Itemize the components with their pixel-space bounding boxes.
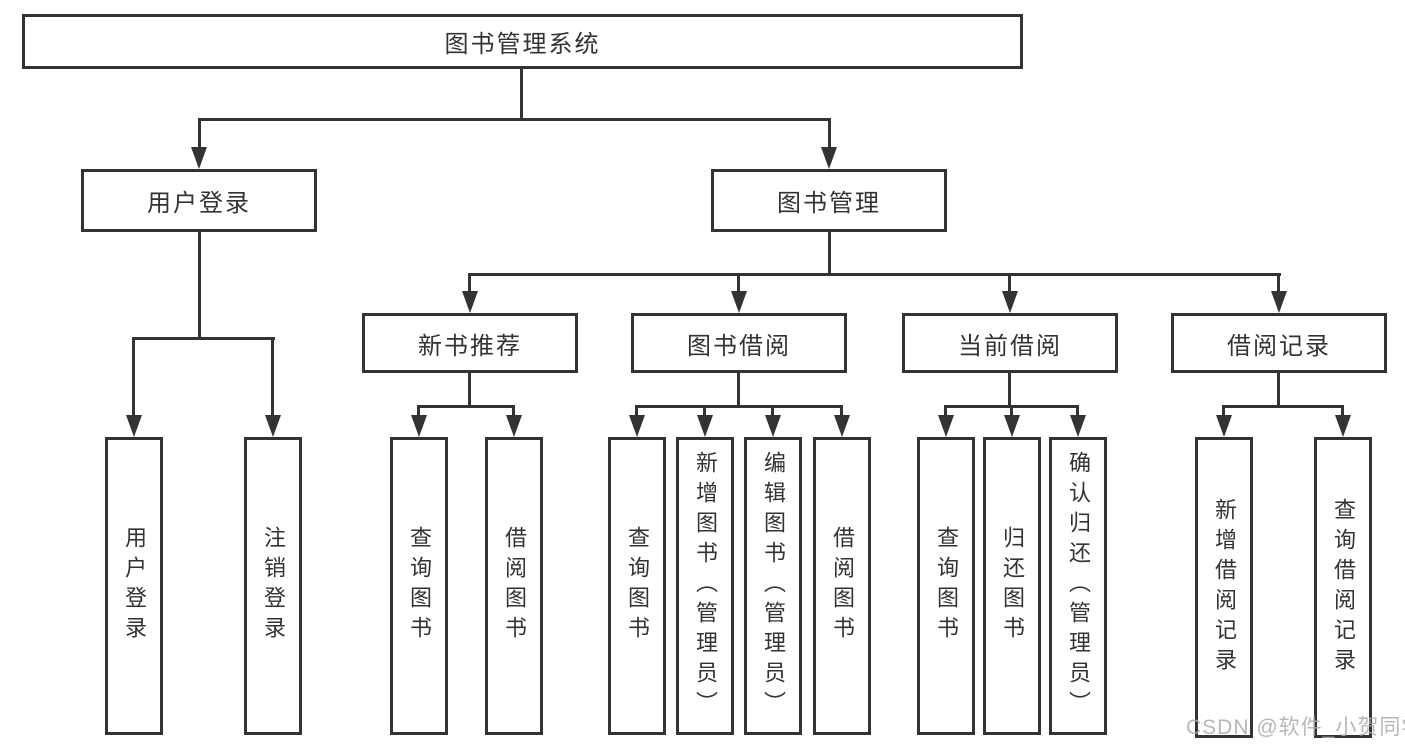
arrow-down-icon (265, 415, 281, 437)
leaf-user-login: 用户登录 (105, 437, 163, 735)
leaf-borrow-books-recommend: 借阅图书 (485, 437, 543, 735)
arrow-down-icon (731, 291, 747, 313)
connector-line (132, 337, 275, 340)
leaf-confirm-return-admin: 确认归还（管理员） (1049, 437, 1107, 735)
arrow-down-icon (126, 415, 142, 437)
leaf-query-books-current: 查询图书 (917, 437, 975, 735)
arrow-down-icon (1271, 291, 1287, 313)
connector-line (468, 373, 471, 408)
arrow-down-icon (938, 415, 954, 437)
connector-line (132, 340, 135, 415)
leaf-query-books-recommend: 查询图书 (390, 437, 448, 735)
leaf-edit-book-admin: 编辑图书（管理员） (744, 437, 802, 735)
leaf-label: 查询图书 (625, 526, 650, 646)
node-borrowing-records: 借阅记录 (1171, 313, 1387, 373)
leaf-label: 编辑图书（管理员） (761, 451, 786, 721)
arrow-down-icon (462, 291, 478, 313)
arrow-down-icon (1002, 291, 1018, 313)
node-book-management: 图书管理 (711, 169, 947, 232)
leaf-label: 新增图书（管理员） (693, 451, 718, 721)
connector-line (1341, 408, 1344, 415)
leaf-label: 查询借阅记录 (1331, 497, 1356, 678)
connector-line (703, 408, 706, 415)
connector-line (198, 121, 201, 147)
arrow-down-icon (1004, 415, 1020, 437)
leaf-label: 新增借阅记录 (1212, 497, 1237, 678)
connector-line (198, 232, 201, 340)
leaf-query-borrow-record: 查询借阅记录 (1314, 437, 1372, 738)
arrow-down-icon (1216, 415, 1232, 437)
node-book-borrowing: 图书借阅 (631, 313, 847, 373)
connector-line (771, 408, 774, 415)
connector-line (512, 408, 515, 415)
connector-line (944, 408, 947, 415)
connector-line (468, 273, 1281, 276)
node-label: 图书借阅 (687, 332, 791, 360)
leaf-label: 借阅图书 (830, 526, 855, 646)
leaf-label: 借阅图书 (502, 526, 527, 646)
arrow-down-icon (1335, 415, 1351, 437)
arrow-down-icon (629, 415, 645, 437)
connector-line (468, 276, 471, 291)
arrow-down-icon (821, 147, 837, 169)
connector-line (1277, 276, 1280, 291)
arrow-down-icon (834, 415, 850, 437)
connector-line (417, 408, 420, 415)
node-current-borrowing: 当前借阅 (902, 313, 1118, 373)
node-label: 图书管理 (777, 190, 881, 217)
connector-line (840, 408, 843, 415)
watermark: CSDN @软件_小贺同学 (1186, 716, 1405, 739)
node-user-login: 用户登录 (81, 169, 317, 232)
node-label: 图书管理系统 (444, 31, 601, 58)
connector-line (520, 69, 523, 121)
connector-line (828, 121, 831, 147)
leaf-label: 归还图书 (1000, 526, 1025, 646)
leaf-label: 查询图书 (934, 526, 959, 646)
arrow-down-icon (697, 415, 713, 437)
arrow-down-icon (765, 415, 781, 437)
connector-line (635, 405, 843, 408)
node-library-management-system: 图书管理系统 (22, 14, 1023, 69)
connector-line (1008, 276, 1011, 291)
leaf-borrow-books-borrowing: 借阅图书 (813, 437, 871, 735)
node-label: 当前借阅 (958, 332, 1062, 360)
connector-line (1076, 408, 1079, 415)
connector-line (635, 408, 638, 415)
leaf-label: 确认归还（管理员） (1066, 451, 1091, 721)
connector-line (737, 373, 740, 408)
connector-line (417, 405, 515, 408)
node-label: 用户登录 (147, 190, 251, 217)
leaf-return-books: 归还图书 (983, 437, 1041, 735)
leaf-add-borrow-record: 新增借阅记录 (1195, 437, 1253, 738)
node-label: 借阅记录 (1227, 332, 1331, 360)
connector-line (737, 276, 740, 291)
arrow-down-icon (506, 415, 522, 437)
leaf-query-books-borrowing: 查询图书 (608, 437, 666, 735)
connector-line (198, 118, 831, 121)
connector-line (271, 340, 274, 415)
leaf-label: 查询图书 (407, 526, 432, 646)
connector-line (1008, 373, 1011, 408)
arrow-down-icon (1070, 415, 1086, 437)
connector-line (1222, 405, 1344, 408)
connector-line (1277, 373, 1280, 408)
leaf-logout: 注销登录 (244, 437, 302, 735)
leaf-label: 注销登录 (261, 526, 286, 646)
connector-line (1222, 408, 1225, 415)
node-label: 新书推荐 (418, 332, 522, 360)
connector-line (1010, 408, 1013, 415)
leaf-label: 用户登录 (122, 526, 147, 646)
connector-line (828, 232, 831, 276)
arrow-down-icon (191, 147, 207, 169)
connector-line (944, 405, 1079, 408)
arrow-down-icon (411, 415, 427, 437)
leaf-add-book-admin: 新增图书（管理员） (676, 437, 734, 735)
node-new-book-recommendation: 新书推荐 (362, 313, 578, 373)
